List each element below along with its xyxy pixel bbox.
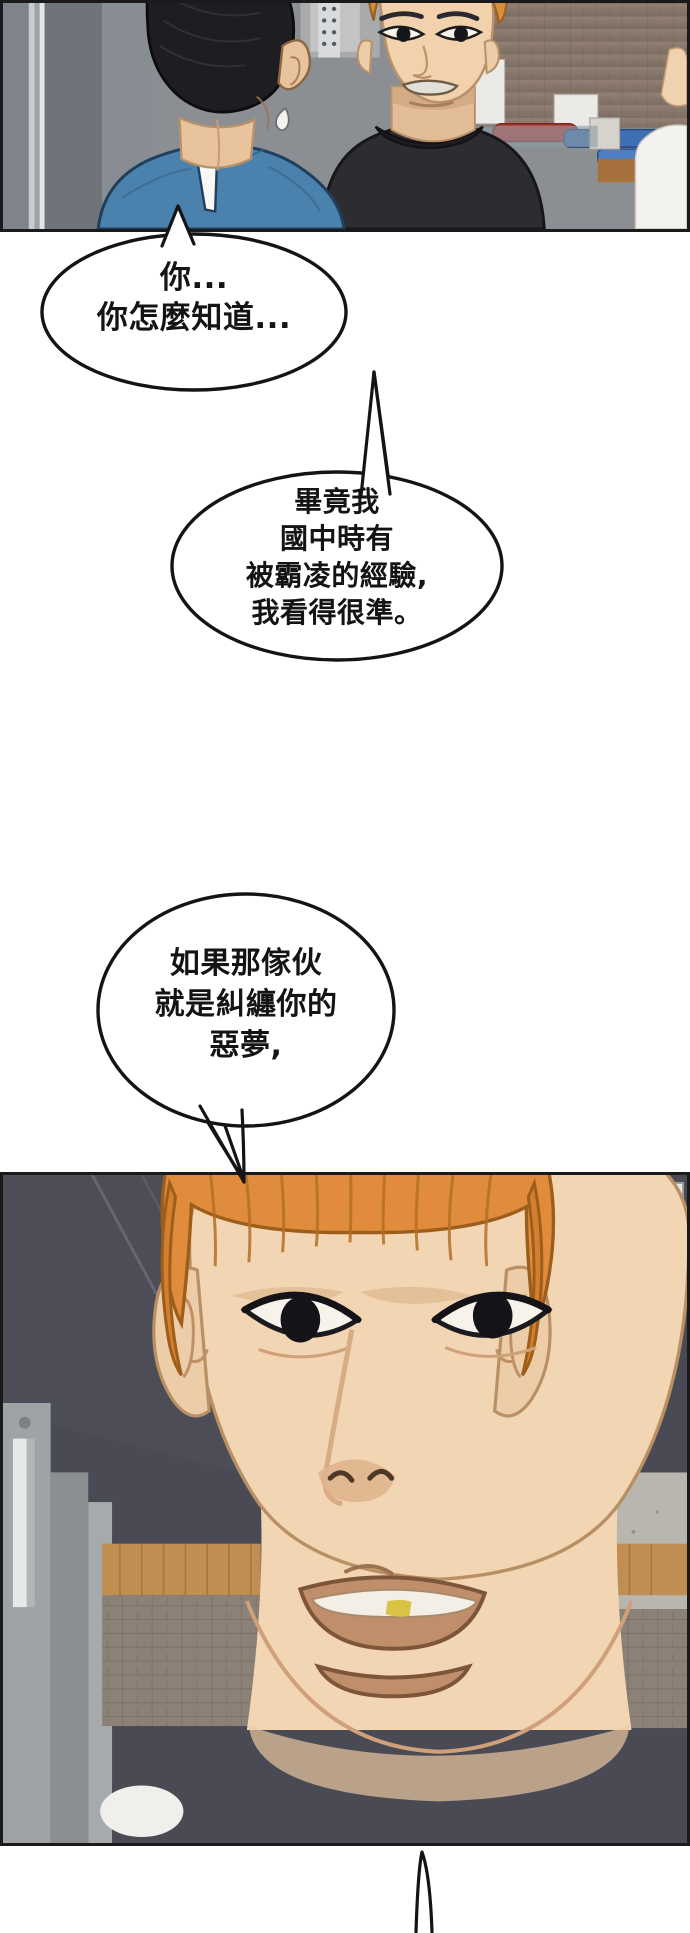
bubble-3-text: 如果那傢伙 就是糾纏你的 惡夢, xyxy=(154,946,338,1063)
bubble-3-shape xyxy=(96,892,396,1184)
bubble-2-shape xyxy=(170,370,504,662)
speech-tail-continuation xyxy=(0,1846,690,1933)
panel-bottom-artwork xyxy=(3,1175,687,1843)
panel-top-artwork xyxy=(3,3,687,229)
bubble-1-text: 你... 你怎麼知道... xyxy=(96,260,292,337)
bubble-1-shape xyxy=(40,204,348,392)
tail-bottom-shape xyxy=(414,1850,434,1933)
speech-bubble-surprise: 你... 你怎麼知道... xyxy=(38,204,350,404)
speech-bubble-explanation: 畢竟我 國中時有 被霸凌的經驗, 我看得很準。 xyxy=(168,370,506,670)
panel-closeup-face xyxy=(0,1172,690,1846)
panel-gym-two-boys xyxy=(0,0,690,232)
bubble-2-text: 畢竟我 國中時有 被霸凌的經驗, 我看得很準。 xyxy=(245,485,429,629)
speech-bubble-nightmare: 如果那傢伙 就是糾纏你的 惡夢, xyxy=(96,892,396,1184)
